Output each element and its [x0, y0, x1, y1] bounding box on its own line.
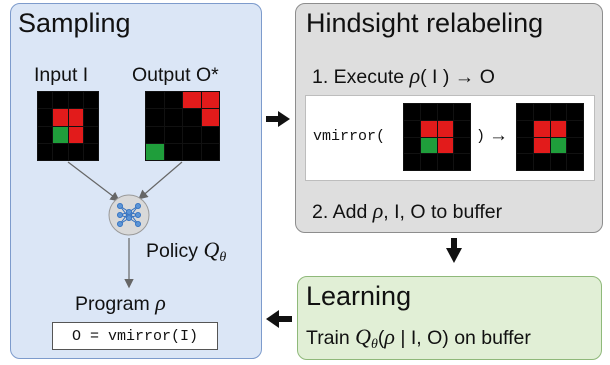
- grid-cell: [517, 104, 533, 120]
- grid-cell: [533, 104, 550, 120]
- grid-cell: [68, 126, 83, 143]
- grid-cell: [164, 126, 182, 143]
- program-rho-symbol: ρ: [155, 290, 166, 315]
- grid-cell: [53, 126, 68, 143]
- exec-function-name: vmirror(: [313, 128, 386, 145]
- grid-cell: [454, 120, 470, 137]
- exec-output-grid: [516, 103, 584, 171]
- grid-cell: [183, 126, 201, 143]
- output-to-policy-arrow: [138, 161, 183, 200]
- grid-cell: [437, 154, 454, 170]
- grid-cell: [38, 92, 53, 109]
- grid-cell: [164, 143, 182, 160]
- grid-cell: [420, 137, 437, 154]
- grid-cell: [404, 154, 420, 170]
- grid-cell: [404, 120, 420, 137]
- grid-cell: [420, 104, 437, 120]
- grid-cell: [420, 154, 437, 170]
- grid-cell: [533, 120, 550, 137]
- exec-input-grid: [403, 103, 471, 171]
- grid-cell: [517, 154, 533, 170]
- grid-cell: [454, 137, 470, 154]
- sampling-to-hindsight-arrow: [266, 111, 290, 127]
- grid-cell: [517, 120, 533, 137]
- program-code-box: O = vmirror(I): [52, 322, 218, 350]
- grid-cell: [53, 109, 68, 126]
- policy-network-icon: [108, 194, 150, 236]
- grid-cell: [201, 92, 219, 109]
- grid-cell: [146, 126, 164, 143]
- hindsight-step2: 2. Add ρ, I, O to buffer: [312, 198, 503, 223]
- grid-cell: [533, 137, 550, 154]
- grid-cell: [83, 92, 98, 109]
- exec-arrow: →: [489, 125, 508, 146]
- grid-cell: [83, 109, 98, 126]
- input-grid: [37, 91, 99, 161]
- grid-cell: [146, 92, 164, 109]
- input-to-policy-arrow: [67, 161, 120, 202]
- grid-cell: [567, 154, 583, 170]
- grid-cell: [38, 143, 53, 160]
- output-label: Output O*: [132, 64, 219, 86]
- learning-train-text: Train Qθ(ρ | I, O) on buffer: [306, 324, 531, 352]
- policy-label: Policy Qθ: [146, 237, 227, 265]
- grid-cell: [437, 137, 454, 154]
- grid-cell: [146, 109, 164, 126]
- grid-cell: [437, 120, 454, 137]
- grid-cell: [183, 109, 201, 126]
- grid-cell: [550, 120, 567, 137]
- grid-cell: [53, 143, 68, 160]
- program-label: Program ρ: [75, 290, 166, 315]
- grid-cell: [38, 109, 53, 126]
- input-label: Input I: [34, 64, 89, 86]
- sampling-panel: [10, 3, 262, 359]
- grid-cell: [567, 120, 583, 137]
- hindsight-title: Hindsight relabeling: [306, 8, 544, 38]
- grid-cell: [38, 126, 53, 143]
- grid-cell: [533, 154, 550, 170]
- grid-cell: [183, 92, 201, 109]
- learning-panel: [297, 276, 602, 360]
- grid-cell: [550, 154, 567, 170]
- hindsight-step1: 1. Execute ρ( I ) → O: [312, 63, 495, 88]
- grid-cell: [53, 92, 68, 109]
- exec-close-paren: ): [476, 128, 486, 145]
- grid-cell: [164, 92, 182, 109]
- grid-cell: [83, 143, 98, 160]
- grid-cell: [83, 126, 98, 143]
- grid-cell: [437, 104, 454, 120]
- grid-cell: [567, 137, 583, 154]
- policy-theta-subscript: θ: [219, 250, 227, 265]
- grid-cell: [550, 137, 567, 154]
- grid-cell: [201, 143, 219, 160]
- grid-cell: [454, 154, 470, 170]
- grid-cell: [68, 109, 83, 126]
- grid-cell: [454, 104, 470, 120]
- output-grid: [145, 91, 220, 161]
- grid-cell: [517, 137, 533, 154]
- grid-cell: [183, 143, 201, 160]
- grid-cell: [68, 143, 83, 160]
- grid-cell: [201, 109, 219, 126]
- grid-cell: [146, 143, 164, 160]
- policy-q-symbol: Q: [203, 237, 220, 262]
- sampling-title: Sampling: [18, 8, 131, 38]
- grid-cell: [68, 92, 83, 109]
- grid-cell: [567, 104, 583, 120]
- grid-cell: [201, 126, 219, 143]
- grid-cell: [164, 109, 182, 126]
- hindsight-to-learning-arrow: [446, 238, 462, 263]
- grid-cell: [420, 120, 437, 137]
- learning-to-sampling-arrow: [266, 310, 292, 328]
- grid-cell: [404, 104, 420, 120]
- learning-title: Learning: [306, 281, 412, 311]
- grid-cell: [404, 137, 420, 154]
- grid-cell: [550, 104, 567, 120]
